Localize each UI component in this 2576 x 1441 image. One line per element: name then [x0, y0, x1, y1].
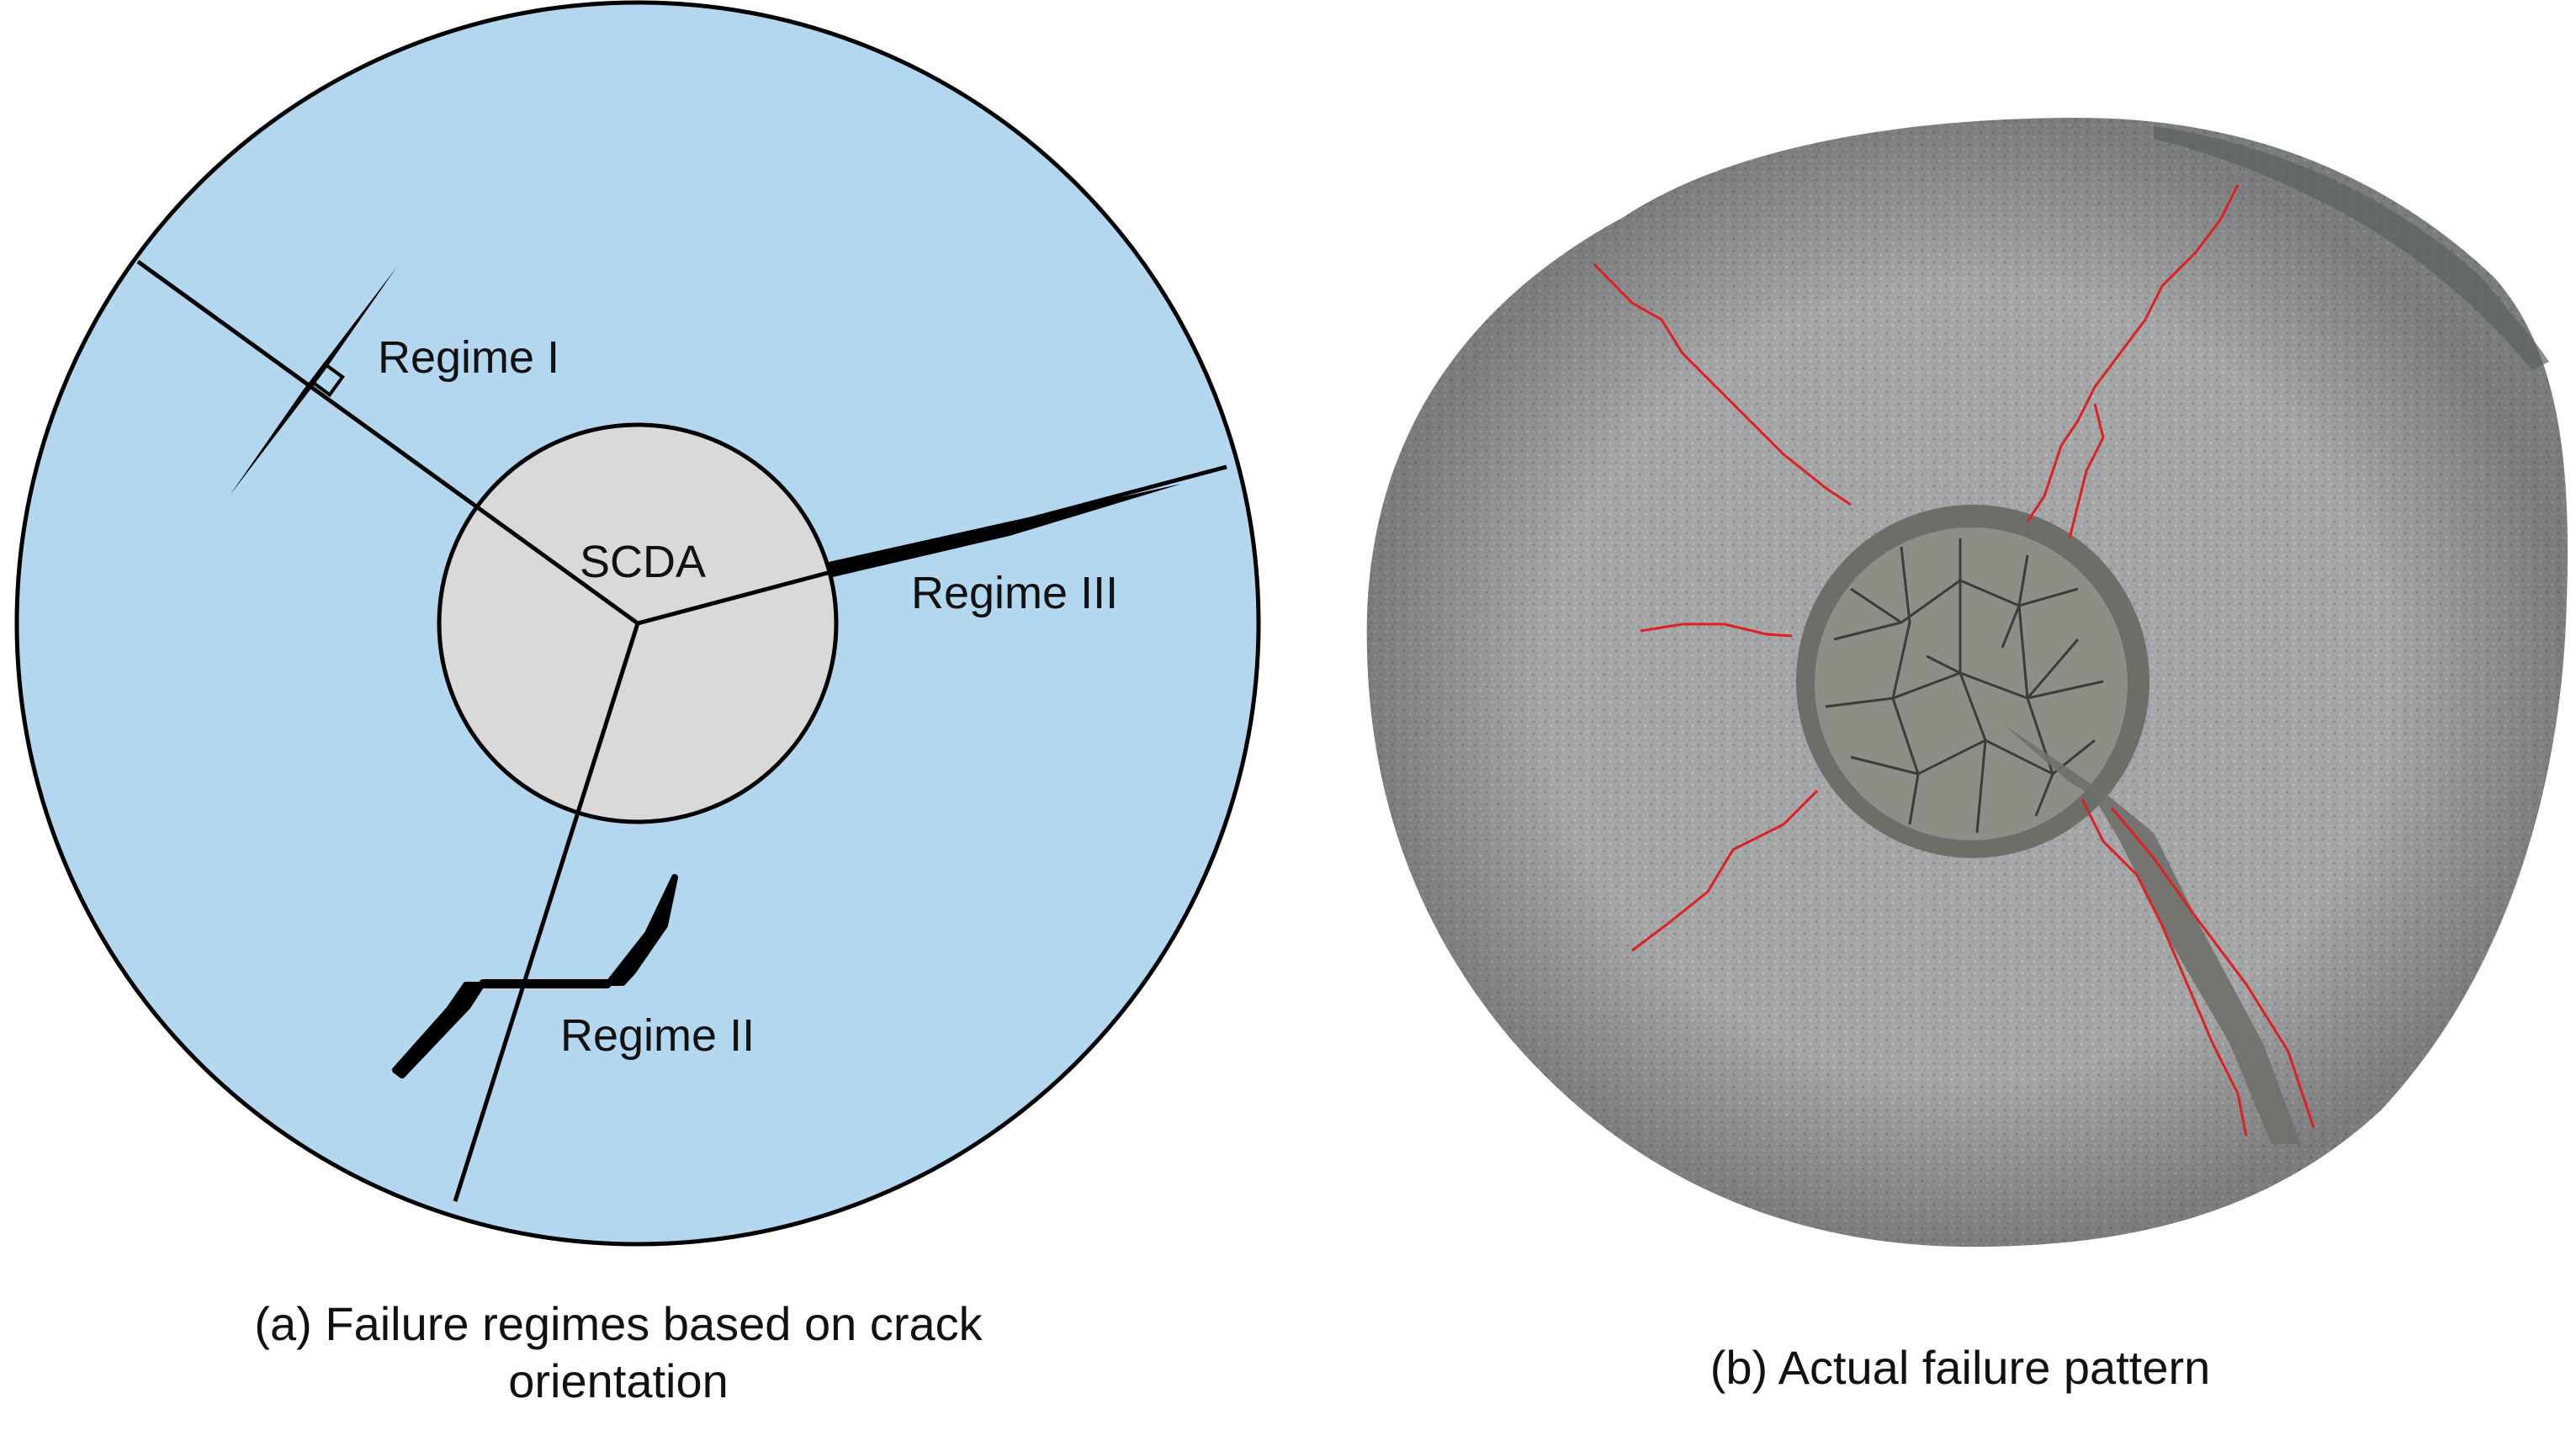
regime-3-crack-shape [829, 484, 1182, 577]
caption-a-line-2: orientation [508, 1354, 729, 1407]
caption-a-line-1: (a) Failure regimes based on crack [254, 1297, 983, 1350]
core-crack-network [1825, 538, 2104, 834]
panel-a-schematic: SCDA Regime I Regime III Regime II [14, 0, 1261, 1247]
crack-line-regime-1 [136, 259, 639, 626]
label-regime-2: Regime II [560, 1010, 755, 1061]
caption-panel-b: (b) Actual failure pattern [1709, 1341, 2211, 1394]
panel-b-photo [1366, 118, 2568, 1248]
red-crack-highlights [1593, 184, 2315, 1136]
label-scda: SCDA [580, 537, 706, 587]
photo-scda-core [1815, 527, 2128, 840]
regime-2-crack-shape [392, 874, 678, 1078]
caption-panel-a: (a) Failure regimes based on crack orien… [126, 1295, 1110, 1410]
label-regime-1: Regime I [378, 332, 559, 383]
main-open-crack [2002, 723, 2301, 1144]
right-angle-marker [310, 362, 345, 397]
label-regime-3: Regime III [911, 568, 1118, 618]
crack-line-regime-2 [453, 622, 640, 1202]
